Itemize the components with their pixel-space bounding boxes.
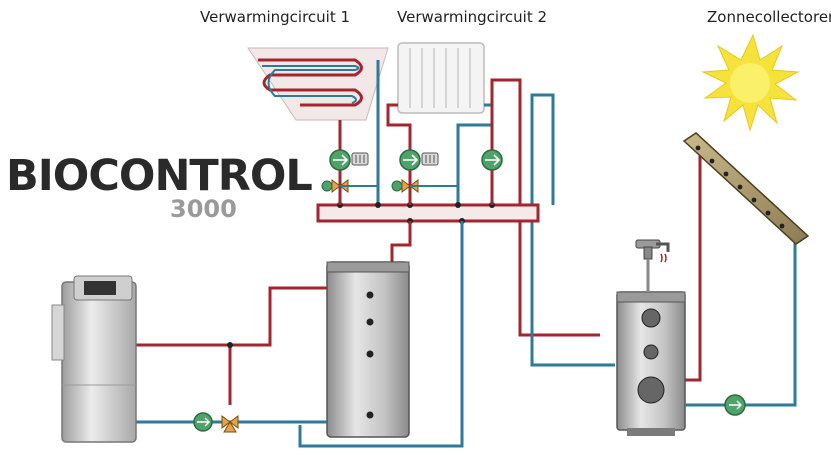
boiler-pump — [193, 412, 213, 432]
buffer-tank — [326, 261, 410, 438]
solar-collector — [682, 132, 810, 245]
solar-boiler — [616, 291, 686, 436]
pump-circuit-1 — [329, 149, 369, 171]
sun-icon — [701, 33, 800, 132]
hot-water-tap — [635, 239, 670, 292]
solar-pump — [724, 394, 746, 416]
distribution-manifold — [316, 203, 540, 223]
label-heating-circuit-1: Verwarmingcircuit 1 — [200, 8, 351, 26]
label-heating-circuit-2: Verwarmingcircuit 2 — [397, 8, 548, 26]
pump-circuit-2 — [399, 149, 439, 171]
brand-model-number: 3000 — [170, 195, 237, 223]
brand-logo: BIOCONTROL — [6, 151, 313, 201]
mixing-valve-circuit-2 — [391, 179, 458, 193]
label-solar-collectors: Zonnecollectoren — [707, 8, 831, 26]
underfloor-heating-coil — [247, 47, 389, 205]
radiator — [397, 42, 485, 114]
boiler-mixing-valve — [221, 415, 239, 433]
pellet-boiler — [51, 275, 137, 443]
mixing-valve-circuit-1 — [321, 179, 378, 193]
pump-circuit-3 — [481, 149, 503, 171]
